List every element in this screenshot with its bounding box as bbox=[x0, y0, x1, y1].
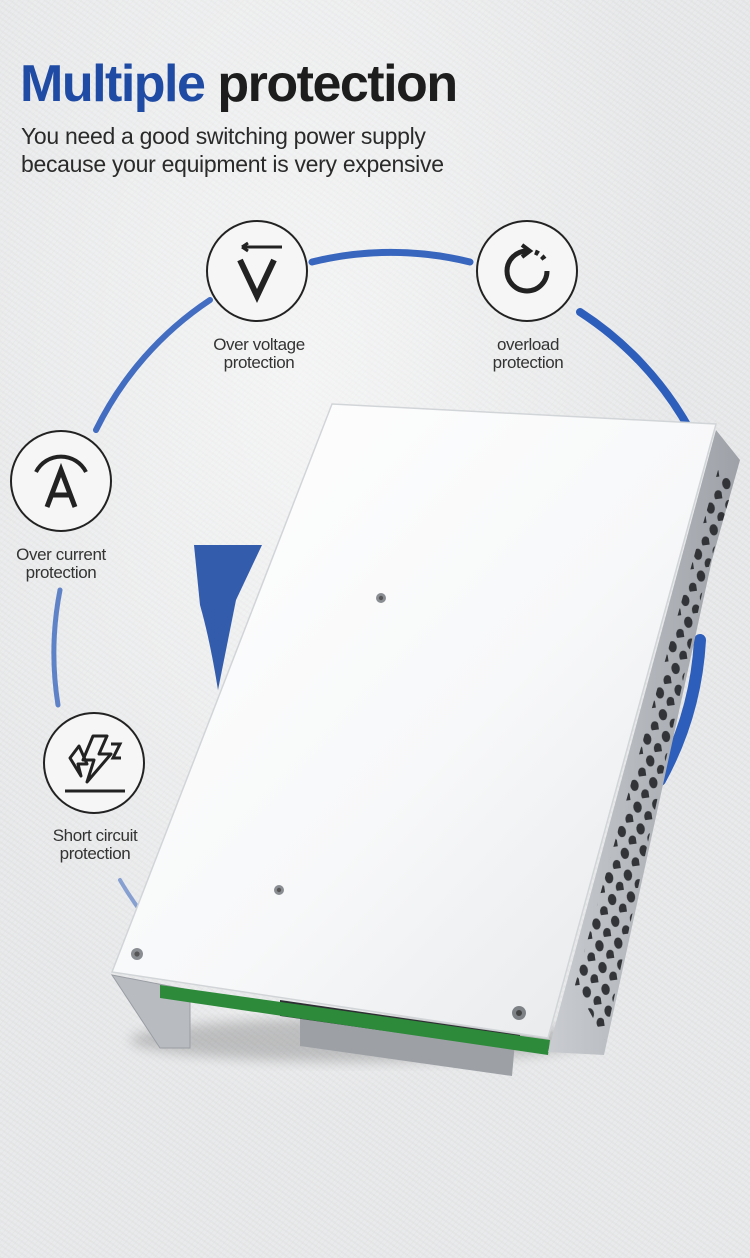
power-supply-product bbox=[110, 403, 740, 1076]
voltage-icon bbox=[237, 241, 282, 304]
short-circuit-icon bbox=[65, 734, 125, 793]
shield-accent bbox=[194, 545, 262, 690]
subtitle: You need a good switching power supply b… bbox=[21, 122, 444, 178]
current-icon bbox=[34, 454, 88, 508]
badge-over-voltage bbox=[206, 220, 308, 322]
badge-over-current bbox=[10, 430, 112, 532]
headline-accent: Multiple bbox=[20, 55, 206, 113]
label-overload: overload protection bbox=[492, 335, 564, 372]
label-over-voltage: Over voltage protection bbox=[213, 335, 305, 372]
badge-short-circuit bbox=[43, 712, 145, 814]
label-over-current: Over current protection bbox=[16, 545, 106, 582]
subtitle-line-1: You need a good switching power supply bbox=[21, 123, 426, 149]
headline-rest: protection bbox=[217, 55, 458, 113]
headline: Multiple protection bbox=[20, 52, 458, 116]
label-short-circuit: Short circuit protection bbox=[52, 826, 138, 863]
overload-icon bbox=[504, 243, 550, 294]
badge-overload bbox=[476, 220, 578, 322]
subtitle-line-2: because your equipment is very expensive bbox=[21, 151, 444, 177]
